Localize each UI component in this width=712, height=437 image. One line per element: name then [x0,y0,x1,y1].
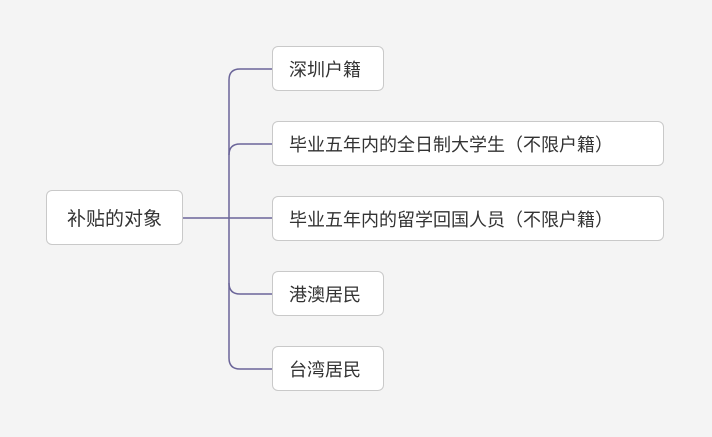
root-node-label: 补贴的对象 [66,208,162,230]
child-node-taiwan-residents[interactable]: 台湾居民 [272,346,384,391]
child-node-label: 台湾居民 [289,359,361,381]
child-node-label: 毕业五年内的全日制大学生（不限户籍） [289,134,613,156]
child-node-label: 港澳居民 [289,284,361,306]
child-node-hk-macao-residents[interactable]: 港澳居民 [272,271,384,316]
connector-branch-2 [228,143,272,156]
child-node-label: 深圳户籍 [289,59,361,81]
connector-spine [228,68,272,370]
root-node[interactable]: 补贴的对象 [46,190,183,245]
connector-branch-4 [228,282,272,295]
child-node-returned-overseas-students[interactable]: 毕业五年内的留学回国人员（不限户籍） [272,196,664,241]
child-node-fulltime-graduates[interactable]: 毕业五年内的全日制大学生（不限户籍） [272,121,664,166]
child-node-label: 毕业五年内的留学回国人员（不限户籍） [289,209,613,231]
child-node-shenzhen-huji[interactable]: 深圳户籍 [272,46,384,91]
